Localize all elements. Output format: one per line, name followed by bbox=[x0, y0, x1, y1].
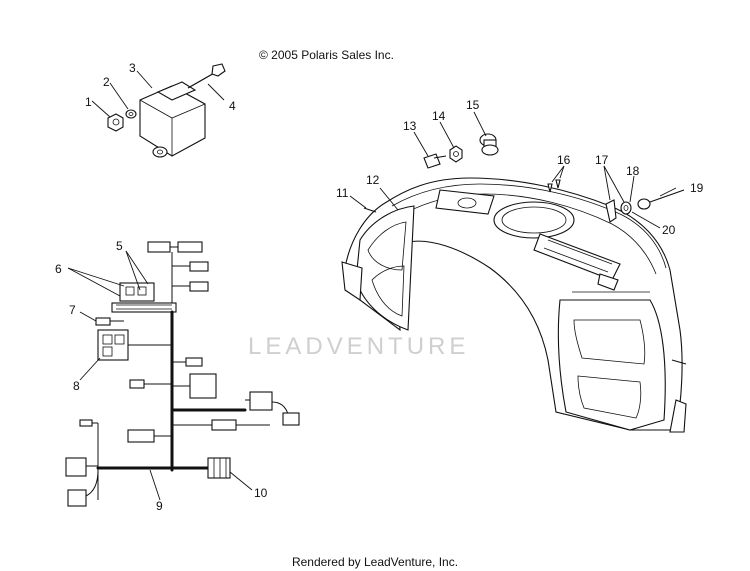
copyright-text: © 2005 Polaris Sales Inc. bbox=[259, 48, 394, 62]
bolt-part[interactable] bbox=[187, 63, 226, 89]
callout-labels: 1 2 3 4 5 6 7 8 9 10 11 12 13 14 15 16 1… bbox=[55, 61, 704, 513]
callout-15[interactable]: 15 bbox=[466, 98, 480, 112]
harness-mid-connectors[interactable] bbox=[127, 357, 300, 443]
callout-20[interactable]: 20 bbox=[662, 223, 676, 237]
relay-block-part[interactable] bbox=[97, 329, 172, 361]
module-assembly bbox=[91, 63, 226, 158]
callout-2[interactable]: 2 bbox=[103, 75, 110, 89]
callout-4[interactable]: 4 bbox=[229, 99, 236, 113]
callout-10[interactable]: 10 bbox=[254, 486, 268, 500]
nut-cap-part[interactable] bbox=[449, 145, 463, 163]
harness-lower-connectors[interactable] bbox=[65, 419, 99, 507]
callout-11[interactable]: 11 bbox=[336, 186, 349, 200]
screw-part[interactable] bbox=[363, 207, 377, 213]
control-module-part[interactable] bbox=[139, 81, 206, 158]
callout-13[interactable]: 13 bbox=[403, 119, 417, 133]
washer-part[interactable] bbox=[125, 109, 137, 119]
callout-17[interactable]: 17 bbox=[595, 153, 609, 167]
callout-1[interactable]: 1 bbox=[85, 95, 92, 109]
callout-19[interactable]: 19 bbox=[690, 181, 704, 195]
harness-upper-connectors[interactable] bbox=[111, 241, 209, 313]
footer-credit: Rendered by LeadVenture, Inc. bbox=[291, 555, 459, 569]
nut-part[interactable] bbox=[107, 113, 124, 132]
dash-panel-assembly bbox=[341, 111, 687, 433]
callout-16[interactable]: 16 bbox=[557, 153, 571, 167]
callout-9[interactable]: 9 bbox=[156, 499, 163, 513]
callout-3[interactable]: 3 bbox=[129, 61, 136, 75]
switch-knob-part[interactable] bbox=[479, 133, 499, 156]
callout-7[interactable]: 7 bbox=[69, 303, 76, 317]
wiring-harness-assembly bbox=[65, 241, 300, 507]
callout-12[interactable]: 12 bbox=[366, 173, 380, 187]
grommet-part[interactable] bbox=[620, 201, 632, 215]
bulb-socket-part[interactable] bbox=[637, 189, 685, 210]
watermark-text: LEADVENTURE bbox=[248, 333, 469, 360]
dash-panel-part[interactable] bbox=[341, 177, 687, 433]
panel-screw-part[interactable] bbox=[671, 359, 687, 365]
main-connector-part[interactable] bbox=[207, 457, 231, 479]
connector-part[interactable] bbox=[95, 317, 111, 326]
callout-14[interactable]: 14 bbox=[432, 109, 446, 123]
callout-5[interactable]: 5 bbox=[116, 239, 123, 253]
lever-part[interactable] bbox=[605, 199, 617, 223]
callout-6[interactable]: 6 bbox=[55, 262, 62, 276]
rivet-clips-part[interactable] bbox=[547, 179, 561, 193]
callout-18[interactable]: 18 bbox=[626, 164, 640, 178]
key-part[interactable] bbox=[423, 153, 447, 169]
callout-8[interactable]: 8 bbox=[73, 379, 80, 393]
